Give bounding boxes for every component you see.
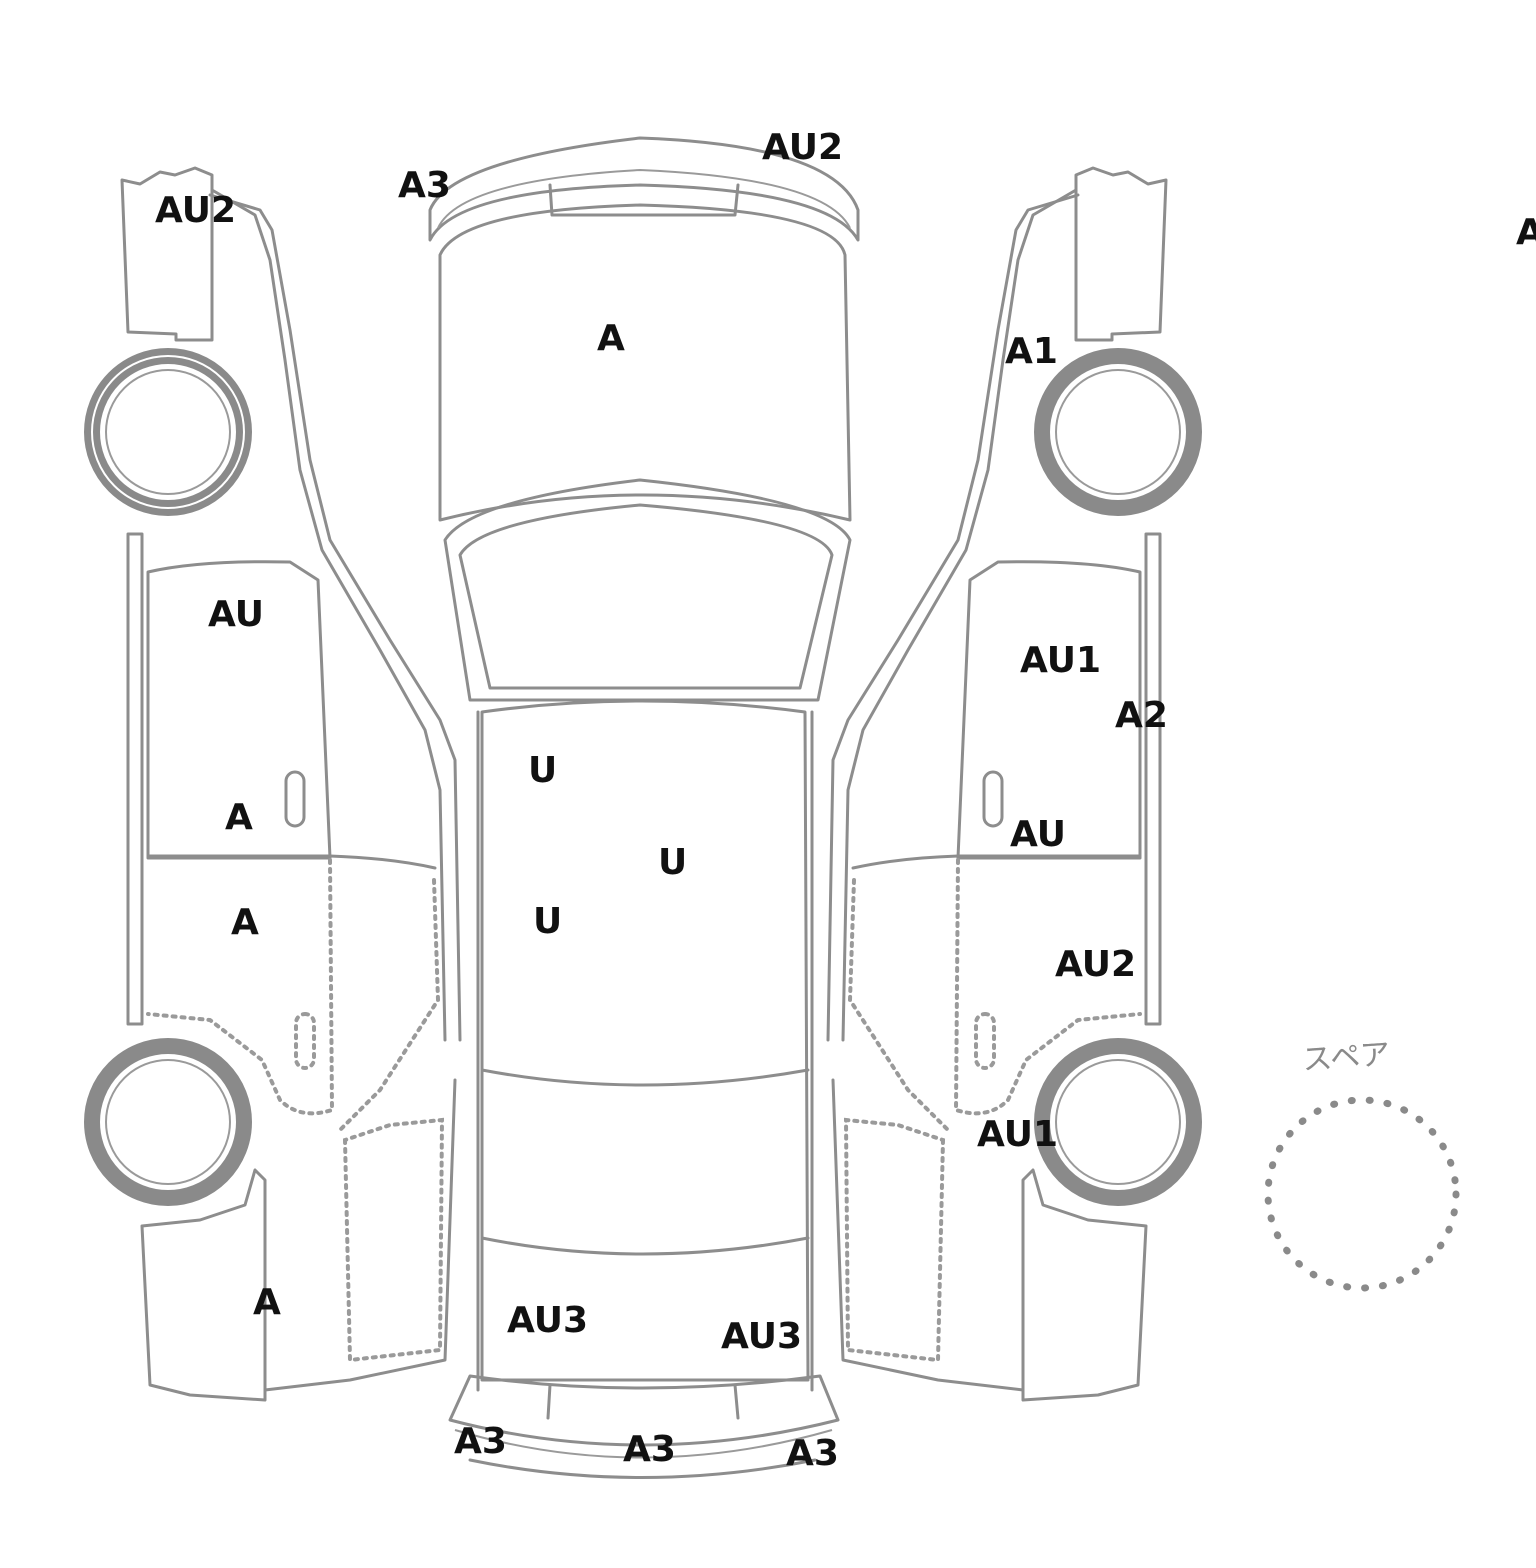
right-rear-tire bbox=[1034, 1038, 1202, 1206]
spare-tire-outline bbox=[1264, 1096, 1460, 1292]
mark-left-rear-quarter: A bbox=[253, 1282, 281, 1323]
mark-left-rear-door: A bbox=[231, 902, 259, 943]
mark-left-front-door-lower: A bbox=[225, 797, 253, 838]
top-view bbox=[428, 136, 860, 1479]
left-rear-quarter bbox=[140, 1168, 267, 1402]
mark-right-rear-door: AU2 bbox=[1055, 944, 1137, 985]
windshield bbox=[443, 478, 852, 702]
mark-roof-lower: U bbox=[533, 901, 563, 942]
right-rear-quarter bbox=[1021, 1168, 1148, 1402]
left-a-pillar-inner bbox=[210, 188, 447, 1042]
mark-trunk-right: AU3 bbox=[721, 1316, 803, 1357]
mark-right-front-fender: A1 bbox=[1005, 331, 1058, 372]
left-front-fender bbox=[120, 166, 214, 342]
front-bumper bbox=[428, 136, 860, 242]
spare-label: スペア bbox=[1301, 1036, 1392, 1079]
mark-trunk-left: AU3 bbox=[507, 1300, 589, 1341]
roof bbox=[480, 699, 810, 1382]
left-a-pillar-line bbox=[208, 193, 462, 1042]
right-front-fender bbox=[1074, 166, 1168, 342]
mark-rear-bumper-center: A3 bbox=[623, 1429, 676, 1470]
hood bbox=[438, 203, 852, 522]
mark-roof-center: U bbox=[658, 842, 688, 883]
mark-roof-upper: U bbox=[528, 750, 558, 791]
left-sill bbox=[126, 532, 144, 1026]
right-door-handle bbox=[982, 770, 1004, 828]
right-sill bbox=[1144, 532, 1162, 1026]
mark-right-front-door-edge: A2 bbox=[1115, 695, 1168, 736]
left-side-view bbox=[84, 166, 462, 1402]
right-front-door bbox=[956, 560, 1142, 860]
mark-edge-cutoff: A bbox=[1516, 212, 1536, 253]
mark-left-front-fender-top: AU2 bbox=[155, 190, 237, 231]
mark-right-front-door: AU1 bbox=[1020, 640, 1102, 681]
mark-rear-bumper-left: A3 bbox=[454, 1421, 507, 1462]
mark-rear-bumper-right: A3 bbox=[786, 1433, 839, 1474]
mark-hood-left-corner: A3 bbox=[398, 165, 451, 206]
mark-right-front-door-lower: AU bbox=[1010, 814, 1066, 855]
right-front-tire bbox=[1034, 348, 1202, 516]
mark-front-bumper-right: AU2 bbox=[762, 127, 844, 168]
mark-hood: A bbox=[597, 318, 625, 359]
rear-bumper bbox=[448, 1374, 840, 1447]
left-door-handle bbox=[284, 770, 306, 828]
mark-left-front-door: AU bbox=[208, 594, 264, 635]
right-side-view bbox=[826, 166, 1202, 1402]
mark-right-rear-quarter: AU1 bbox=[977, 1114, 1059, 1155]
left-rear-tire bbox=[84, 1038, 252, 1206]
left-front-door bbox=[146, 560, 332, 860]
